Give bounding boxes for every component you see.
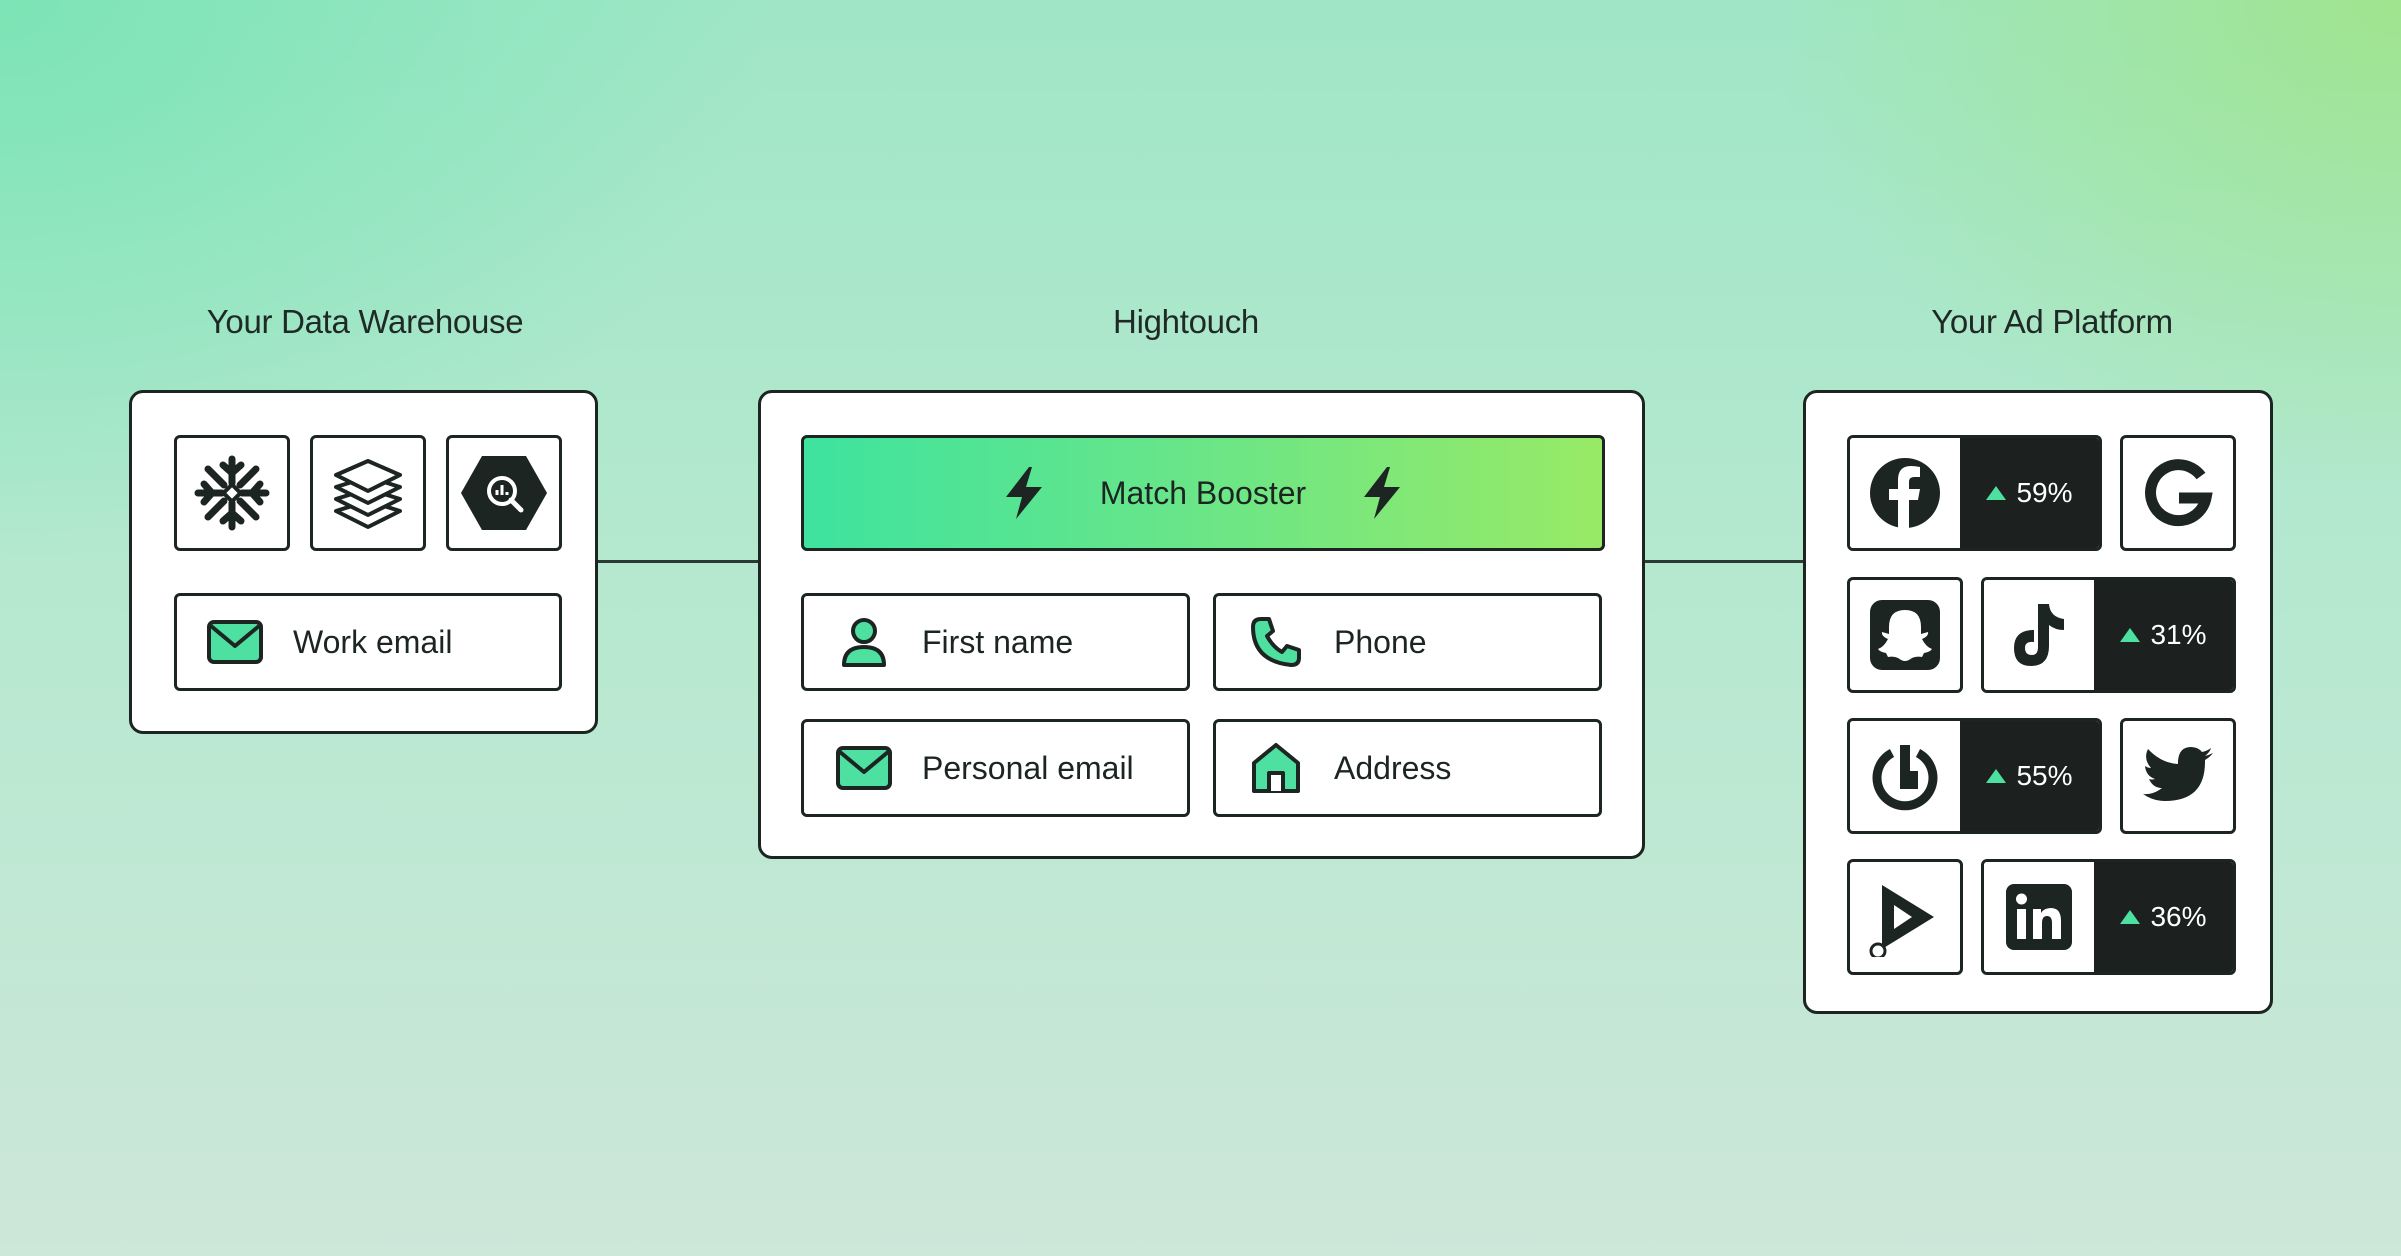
- tiktok-stat-value: 31%: [2150, 619, 2207, 650]
- mail-icon: [207, 614, 263, 670]
- google-tile: [2120, 435, 2236, 551]
- power-stat-tile: 55%: [1847, 718, 2102, 834]
- linkedin-stat-value: 36%: [2150, 901, 2207, 932]
- first-name-field: First name: [801, 593, 1190, 691]
- warehouse-panel: Work email: [129, 390, 598, 734]
- phone-field: Phone: [1213, 593, 1602, 691]
- address-field: Address: [1213, 719, 1602, 817]
- connector-line-right: [1643, 560, 1805, 563]
- snapchat-tile: [1847, 577, 1963, 693]
- increase-arrow-icon: [1986, 769, 2007, 783]
- hightouch-title: Hightouch: [1113, 303, 1259, 340]
- warehouse-title: Your Data Warehouse: [206, 303, 524, 340]
- linkedin-stat-tile: 36%: [1981, 859, 2236, 975]
- facebook-stat-value: 59%: [2016, 477, 2073, 508]
- play-icon: [1869, 885, 1934, 957]
- power-stat-value: 55%: [2016, 760, 2073, 791]
- match-booster-label: Match Booster: [1099, 474, 1307, 511]
- phone-label: Phone: [1334, 623, 1427, 660]
- play-tile: [1847, 859, 1963, 975]
- home-icon: [1248, 740, 1304, 796]
- power-icon: [1872, 745, 1938, 811]
- work-email-field: Work email: [174, 593, 562, 691]
- work-email-label: Work email: [293, 623, 453, 660]
- twitter-icon: [2143, 747, 2213, 801]
- databricks-icon: [334, 459, 402, 529]
- databricks-tile: [310, 435, 426, 551]
- snowflake-icon: [194, 455, 270, 531]
- ad-platform-panel: 59% 31% 55% 36%: [1803, 390, 2273, 1014]
- phone-icon: [1248, 614, 1304, 670]
- google-icon: [2145, 459, 2213, 527]
- lightning-icon: [1005, 467, 1042, 519]
- person-icon: [836, 614, 892, 670]
- match-booster-bar: Match Booster: [801, 435, 1605, 551]
- personal-email-label: Personal email: [922, 749, 1134, 786]
- hightouch-panel: Match Booster First name Phone Personal …: [758, 390, 1645, 859]
- connector-line-left: [598, 560, 760, 563]
- mail-icon: [836, 740, 892, 796]
- increase-arrow-icon: [1986, 486, 2007, 500]
- bigquery-icon: [461, 456, 547, 530]
- snapchat-icon: [1870, 600, 1940, 670]
- linkedin-icon: [2006, 884, 2072, 950]
- increase-arrow-icon: [2120, 910, 2141, 924]
- twitter-tile: [2120, 718, 2236, 834]
- facebook-stat-tile: 59%: [1847, 435, 2102, 551]
- ad-platform-title: Your Ad Platform: [1931, 303, 2173, 340]
- address-label: Address: [1334, 749, 1452, 786]
- snowflake-tile: [174, 435, 290, 551]
- tiktok-icon: [2014, 604, 2064, 666]
- bigquery-tile: [446, 435, 562, 551]
- increase-arrow-icon: [2120, 628, 2141, 642]
- lightning-icon: [1364, 467, 1401, 519]
- first-name-label: First name: [922, 623, 1074, 660]
- facebook-icon: [1870, 458, 1940, 528]
- personal-email-field: Personal email: [801, 719, 1190, 817]
- tiktok-stat-tile: 31%: [1981, 577, 2236, 693]
